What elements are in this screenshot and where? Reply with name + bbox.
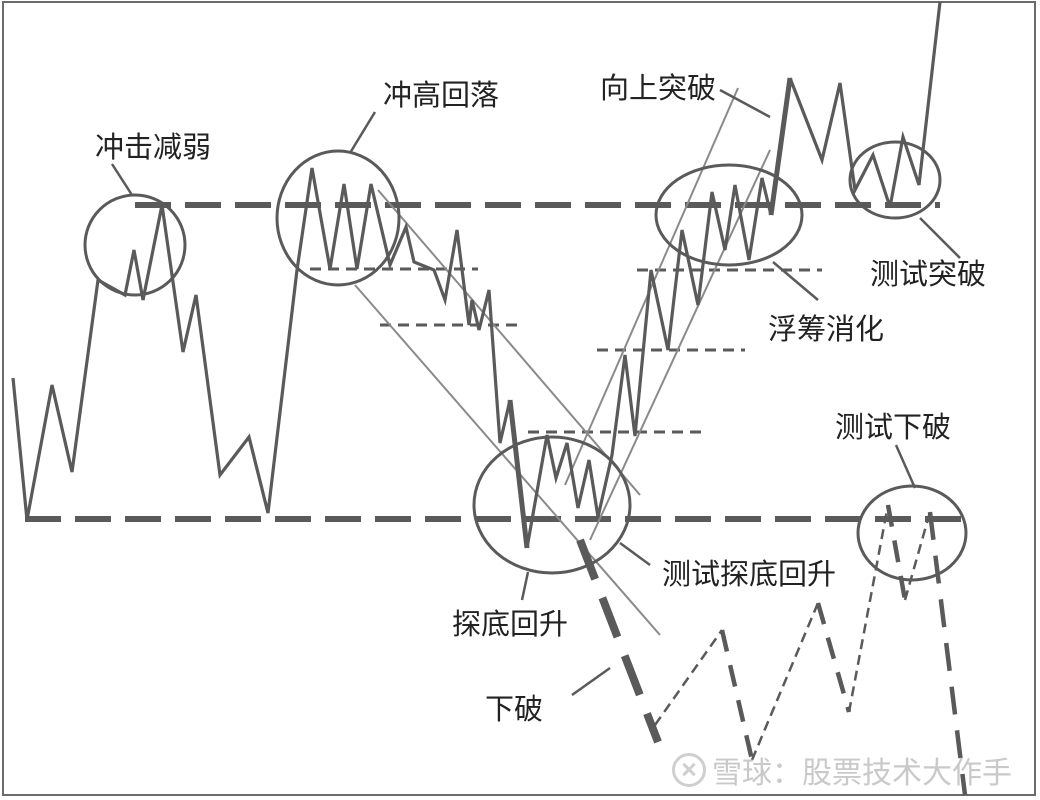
circle-floating-chips bbox=[654, 163, 804, 267]
circle-impact-weakening bbox=[83, 193, 187, 297]
label-test-breakout: 测试突破 bbox=[870, 257, 987, 291]
label-upward-breakout: 向上突破 bbox=[600, 71, 717, 105]
label-bottom-rebound: 探底回升 bbox=[452, 607, 569, 641]
snowball-logo-icon bbox=[672, 753, 706, 787]
circle-bottom-rebound bbox=[472, 435, 632, 575]
label-rush-high-fall-back: 冲高回落 bbox=[383, 78, 500, 112]
breakout-leg bbox=[768, 77, 793, 216]
price-path-left bbox=[11, 167, 512, 521]
price-path-bottom bbox=[507, 399, 530, 549]
label-test-bottom-rebound: 测试探底回升 bbox=[662, 557, 837, 591]
watermark-text: 雪球：股票技术大作手 bbox=[712, 756, 1012, 791]
price-path-right bbox=[788, 1, 942, 208]
breakdown-leg bbox=[576, 538, 662, 744]
label-floating-chips-digested: 浮筹消化 bbox=[768, 312, 885, 346]
label-test-breakdown: 测试下破 bbox=[835, 410, 952, 444]
circle-rush-high bbox=[275, 149, 401, 287]
label-impact-weakening: 冲击减弱 bbox=[95, 130, 212, 164]
circle-test-breakdown bbox=[856, 484, 968, 582]
circle-test-breakout bbox=[848, 140, 942, 220]
label-breakdown: 下破 bbox=[485, 692, 544, 726]
watermark: 雪球：股票技术大作手 bbox=[672, 748, 1012, 792]
